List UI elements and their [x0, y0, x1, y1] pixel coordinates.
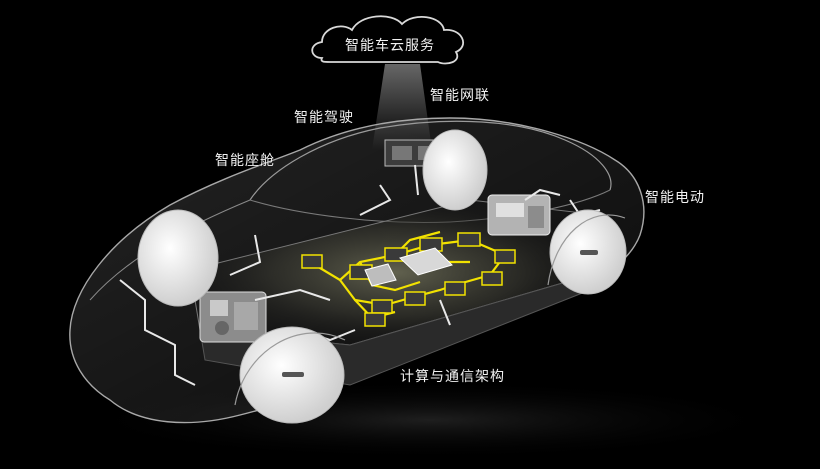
- central-computer-icon: [364, 247, 453, 287]
- ecu-nodes: [301, 232, 516, 327]
- wheel-front-left-icon: [137, 209, 219, 307]
- label-smart-electric: 智能电动: [645, 190, 705, 206]
- rear-motor-icon: [487, 194, 551, 236]
- label-smart-cockpit: 智能座舱: [215, 153, 275, 169]
- wheel-rear-left-icon: [422, 129, 488, 211]
- label-cloud-service: 智能车云服务: [345, 38, 435, 54]
- cloud-icon: [311, 15, 464, 65]
- rear-wheel-arch: [547, 214, 626, 286]
- label-connectivity: 智能网联: [430, 88, 490, 104]
- front-wheel-arch: [234, 332, 346, 406]
- label-smart-driving: 智能驾驶: [294, 110, 354, 126]
- wheel-front-right-icon: [239, 326, 345, 424]
- front-motor-icon: [199, 291, 267, 343]
- roof-line: [249, 120, 612, 201]
- wheel-rear-right-icon: [549, 209, 627, 295]
- label-compute-architecture: 计算与通信架构: [400, 369, 505, 385]
